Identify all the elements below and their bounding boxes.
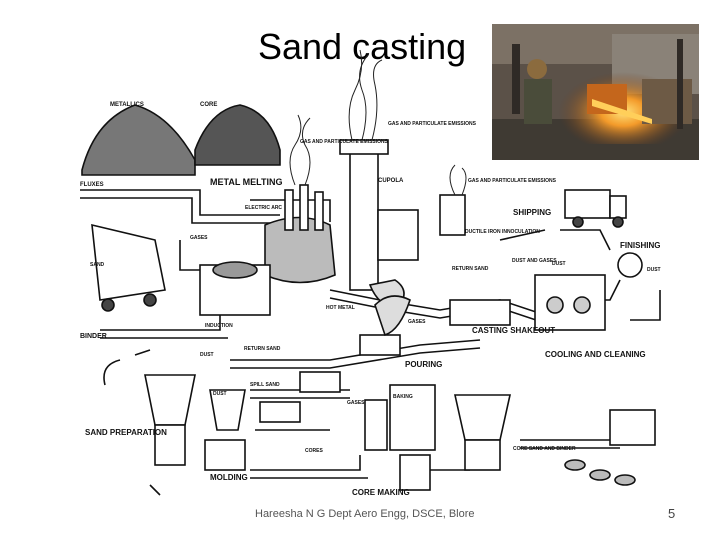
shipping-truck [564,189,611,219]
cupola-furnace [349,149,379,291]
core-sand-hopper [454,394,511,441]
label-casting-shakeout: CASTING SHAKEOUT [472,326,555,335]
metallics-pile [81,104,196,176]
inoculation-emission-plume [449,164,456,196]
page-number: 5 [668,506,676,521]
label-core-making: CORE MAKING [352,488,410,497]
shakeout-deck [449,299,511,326]
label-shipping: SHIPPING [513,208,551,217]
label-cooling-cleaning: COOLING AND CLEANING [545,350,646,359]
slide-footer: Hareesha N G Dept Aero Engg, DSCE, Blore [255,508,475,520]
label-gases-3: GASES [347,400,365,406]
label-gases-1: GASES [190,235,208,241]
foundry-photo [492,24,699,160]
cooling-cleaning-unit [534,274,606,331]
arc-emission-plume [289,114,302,186]
inoculation-vessel [439,194,466,236]
label-gas-particulate-3: GAS AND PARTICULATE EMISSIONS [468,178,557,184]
label-baking: BAKING [393,394,413,400]
cupola-emission-plume [348,49,363,141]
label-return-sand: RETURN SAND [452,266,489,272]
label-ductile-iron: DUCTILE IRON INNOCULATION [465,229,540,235]
label-fluxes: FLUXES [80,182,104,188]
binder-tank [609,409,656,446]
label-dust-4: DUST [213,391,227,397]
label-finishing: FINISHING [620,241,660,250]
label-core-pile: CORE [200,102,217,108]
label-molding: MOLDING [210,473,248,482]
diagram-labels: METALLICS CORE GAS AND PARTICULATE EMISS… [80,102,661,497]
label-dust-1: DUST [552,261,566,267]
foundry-photo-art [492,24,699,160]
label-electric-arc: ELECTRIC ARC [245,205,282,211]
label-cupola: CUPOLA [378,178,404,184]
label-dust-and-gases: DUST AND GASES [512,258,557,264]
core-making-machine [399,454,431,491]
label-metal-melting: METAL MELTING [210,177,283,187]
label-induction: INDUCTION [205,323,233,329]
label-metallics: METALLICS [110,102,144,108]
label-hot-metal: HOT METAL [326,305,355,311]
label-gases-2: GASES [408,319,426,325]
label-return-sand-2: RETURN SAND [244,346,281,352]
label-gas-particulate-1: GAS AND PARTICULATE EMISSIONS [300,139,389,145]
label-spill-sand: SPILL SAND [250,382,280,388]
label-cores: CORES [305,448,323,454]
pouring-mold [359,334,401,356]
binder-drum [564,459,586,471]
baking-oven [389,384,436,451]
flow-hot-metal [329,289,561,321]
molding-machine [204,439,246,471]
flow-fluxes-to-melting [80,189,280,216]
label-gas-particulate-2: GAS AND PARTICULATE EMISSIONS [388,121,477,127]
pouring-ladle [374,295,411,337]
sand-preparation-hopper [144,374,196,426]
sand-railcar [91,223,166,301]
slide-title: Sand casting [258,26,467,67]
label-core-sand-binder: CORE SAND AND BINDER [513,446,576,452]
molding-hopper [209,389,246,431]
core-pile [194,104,281,166]
label-sand-preparation: SAND PREPARATION [85,428,167,437]
finishing-grinder [617,252,643,278]
label-dust-3: DUST [200,352,214,358]
label-pouring: POURING [405,360,442,369]
label-binder: BINDER [80,333,107,340]
label-sand: SAND [90,262,105,268]
label-dust-2: DUST [647,267,661,273]
